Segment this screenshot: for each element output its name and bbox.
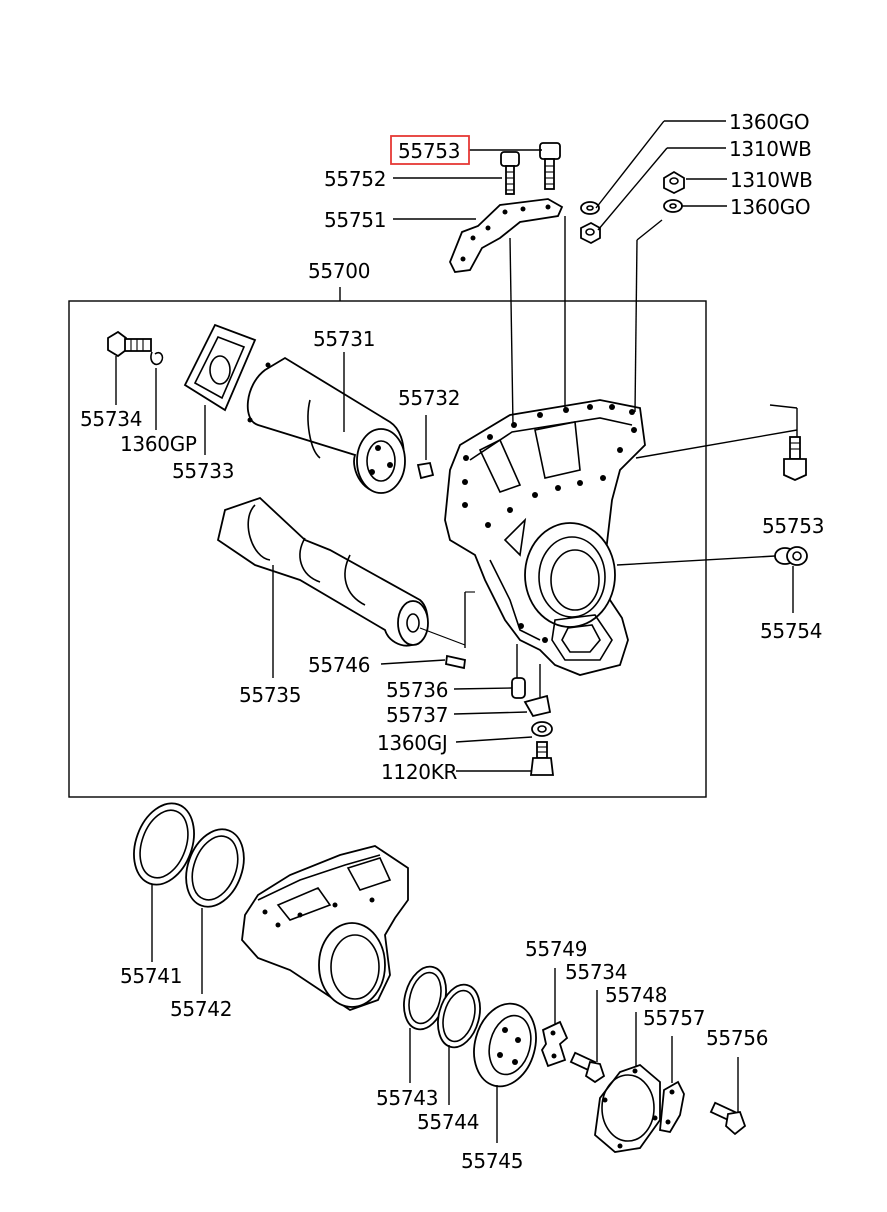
nut-1310WB-b-drawing xyxy=(663,170,685,195)
pin-55746-drawing xyxy=(445,654,466,670)
bolt-1120KR-drawing xyxy=(529,741,555,776)
ring-55741-drawing xyxy=(133,802,195,886)
label-55754[interactable]: 55754 xyxy=(760,619,822,643)
washer-1360GO-b-drawing xyxy=(663,199,683,213)
label-55757[interactable]: 55757 xyxy=(643,1006,705,1030)
label-1360GP[interactable]: 1360GP xyxy=(120,432,197,456)
nut-1360GO-a-drawing xyxy=(580,201,600,215)
label-55734-a[interactable]: 55734 xyxy=(80,407,142,431)
bracket-55751-drawing xyxy=(449,198,564,273)
highlight-box xyxy=(390,135,470,165)
label-55756[interactable]: 55756 xyxy=(706,1026,768,1050)
label-55700[interactable]: 55700 xyxy=(308,259,370,283)
cylinder-55731-drawing xyxy=(246,356,406,494)
assembly-55700-box xyxy=(68,300,707,798)
label-55744[interactable]: 55744 xyxy=(417,1110,479,1134)
label-55748[interactable]: 55748 xyxy=(605,983,667,1007)
gasket-55733-drawing xyxy=(183,323,257,412)
label-1310WB-a[interactable]: 1310WB xyxy=(729,137,812,161)
label-55746[interactable]: 55746 xyxy=(308,653,370,677)
disc-55745-drawing xyxy=(473,1002,537,1088)
label-55732[interactable]: 55732 xyxy=(398,386,460,410)
plate-55737-drawing xyxy=(523,694,552,718)
ring-55742-drawing xyxy=(185,828,245,908)
piston-55735-drawing xyxy=(216,496,429,647)
label-55735[interactable]: 55735 xyxy=(239,683,301,707)
label-55733[interactable]: 55733 xyxy=(172,459,234,483)
bolt-55756-drawing xyxy=(709,1101,747,1136)
label-55736[interactable]: 55736 xyxy=(386,678,448,702)
bolt-55734-a-drawing xyxy=(107,330,152,358)
washer-1360GP-drawing xyxy=(150,351,164,366)
plug-55754-drawing xyxy=(774,546,808,566)
label-55753-top[interactable]: 55753 xyxy=(398,139,460,163)
label-1310WB-b[interactable]: 1310WB xyxy=(730,168,813,192)
label-55751[interactable]: 55751 xyxy=(324,208,386,232)
label-55731[interactable]: 55731 xyxy=(313,327,375,351)
label-1360GJ[interactable]: 1360GJ xyxy=(377,731,448,755)
housing-drawing xyxy=(444,399,646,676)
label-1360GO-b[interactable]: 1360GO xyxy=(730,195,811,219)
housing-lower-drawing xyxy=(241,845,409,1011)
label-55753-side[interactable]: 55753 xyxy=(762,514,824,538)
plate-55749-drawing xyxy=(540,1020,569,1068)
bolt-55753-top-drawing xyxy=(539,142,561,190)
label-55742[interactable]: 55742 xyxy=(170,997,232,1021)
bolt-55753-side-drawing xyxy=(783,436,807,481)
bracket-55757-drawing xyxy=(659,1080,685,1134)
leader-lines xyxy=(115,120,798,1143)
label-1120KR[interactable]: 1120KR xyxy=(381,760,458,784)
cover-55748-drawing xyxy=(594,1063,661,1153)
bolt-55734-b-drawing xyxy=(569,1051,606,1084)
label-55752[interactable]: 55752 xyxy=(324,167,386,191)
washer-1360GJ-drawing xyxy=(531,721,553,737)
label-55741[interactable]: 55741 xyxy=(120,964,182,988)
label-1360GO-a[interactable]: 1360GO xyxy=(729,110,810,134)
pin-55736-drawing xyxy=(511,677,526,699)
label-55734-b[interactable]: 55734 xyxy=(565,960,627,984)
pin-55732-drawing xyxy=(416,461,435,480)
bolt-55752-drawing xyxy=(500,151,520,195)
nut-1310WB-a-drawing xyxy=(580,221,601,245)
label-55737[interactable]: 55737 xyxy=(386,703,448,727)
label-55749[interactable]: 55749 xyxy=(525,937,587,961)
ring-55744-drawing xyxy=(437,983,481,1049)
label-55745[interactable]: 55745 xyxy=(461,1149,523,1173)
label-55743[interactable]: 55743 xyxy=(376,1086,438,1110)
